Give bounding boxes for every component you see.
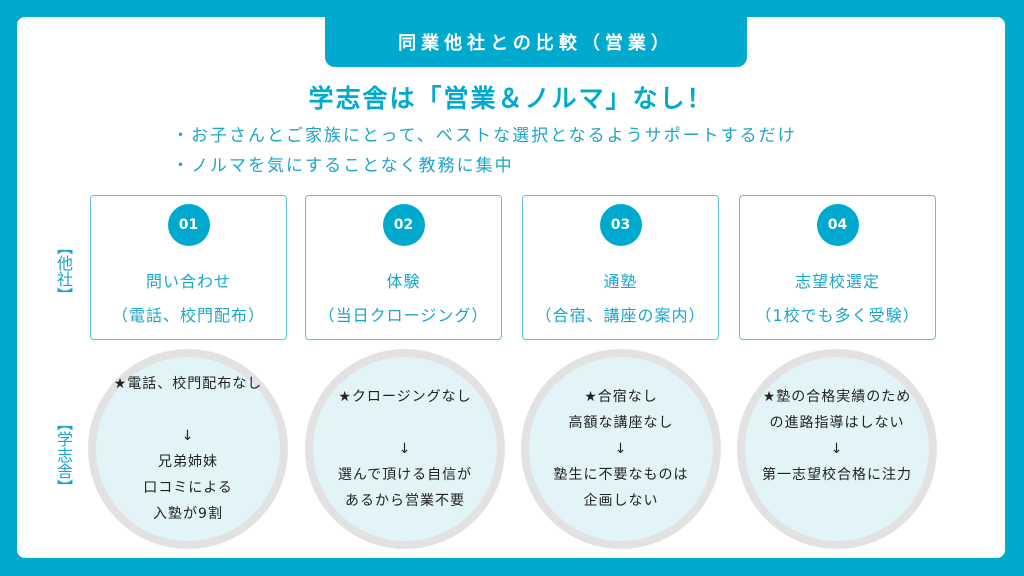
step-number: 01 xyxy=(167,204,210,246)
circle-line: 第一志望校合格に注力 xyxy=(762,467,912,483)
circle-line: あるから営業不要 xyxy=(345,493,465,509)
step-sub: （1校でも多く受験） xyxy=(755,306,920,325)
step-sub: （電話、校門配布） xyxy=(111,306,265,325)
arrow-down-icon: ↓ xyxy=(830,441,844,457)
circle-line: ★電話、校門配布なし xyxy=(113,376,263,392)
circle-line: ★合宿なし xyxy=(584,389,658,405)
step-box-1: 01 問い合わせ （電話、校門配布） xyxy=(90,195,287,340)
circle-line: 選んで頂ける自信が xyxy=(337,467,473,483)
arrow-down-icon: ↓ xyxy=(398,441,412,457)
circle-line: 口コミによる xyxy=(143,480,233,496)
bullet-2: ・ノルマを気にすることなく教務に集中 xyxy=(172,156,514,176)
ours-circle-1: ★電話、校門配布なし ↓ 兄弟姉妹 口コミによる 入塾が9割 xyxy=(88,349,288,549)
circle-line: ★塾の合格実績のため xyxy=(762,389,912,405)
step-number: 04 xyxy=(816,204,859,246)
circle-line: ★クロージングなし xyxy=(338,389,472,405)
step-title: 志望校選定 xyxy=(794,272,880,291)
arrow-down-icon: ↓ xyxy=(181,428,195,444)
step-box-3: 03 通塾 （合宿、講座の案内） xyxy=(522,195,719,340)
step-number: 02 xyxy=(382,204,425,246)
slide-card: 同業他社との比較（営業） 学志舎は「営業＆ノルマ」なし！ ・お子さんとご家族にと… xyxy=(17,17,1005,558)
step-title: 体験 xyxy=(386,272,421,291)
header-tab: 同業他社との比較（営業） xyxy=(325,17,747,67)
circle-line: の進路指導はしない xyxy=(769,415,905,431)
step-title: 通塾 xyxy=(603,272,638,291)
bullet-1: ・お子さんとご家族にとって、ベストな選択となるようサポートするだけ xyxy=(172,126,797,146)
ours-circle-2: ★クロージングなし ↓ 選んで頂ける自信が あるから営業不要 xyxy=(305,349,505,549)
circle-line xyxy=(96,397,280,423)
circle-line: 塾生に不要なものは xyxy=(553,467,689,483)
headline: 学志舎は「営業＆ノルマ」なし！ xyxy=(308,84,714,113)
label-others: 【他社】 xyxy=(54,239,73,303)
step-box-4: 04 志望校選定 （1校でも多く受験） xyxy=(739,195,936,340)
circle-line xyxy=(745,488,929,514)
step-sub: （合宿、講座の案内） xyxy=(535,306,706,325)
ours-circle-3: ★合宿なし 高額な講座なし ↓ 塾生に不要なものは 企画しない xyxy=(521,349,721,549)
circle-line: 入塾が9割 xyxy=(153,506,223,522)
step-number: 03 xyxy=(599,204,642,246)
step-box-2: 02 体験 （当日クロージング） xyxy=(305,195,502,340)
arrow-down-icon: ↓ xyxy=(614,441,628,457)
step-title: 問い合わせ xyxy=(145,272,231,291)
circle-line xyxy=(313,410,497,436)
circle-line: 高額な講座なし xyxy=(568,415,674,431)
circle-line: 企画しない xyxy=(583,493,659,509)
ours-circle-4: ★塾の合格実績のため の進路指導はしない ↓ 第一志望校合格に注力 xyxy=(737,349,937,549)
label-ours: 【学志舎】 xyxy=(54,415,73,495)
step-sub: （当日クロージング） xyxy=(318,306,489,325)
circle-line: 兄弟姉妹 xyxy=(158,454,218,470)
